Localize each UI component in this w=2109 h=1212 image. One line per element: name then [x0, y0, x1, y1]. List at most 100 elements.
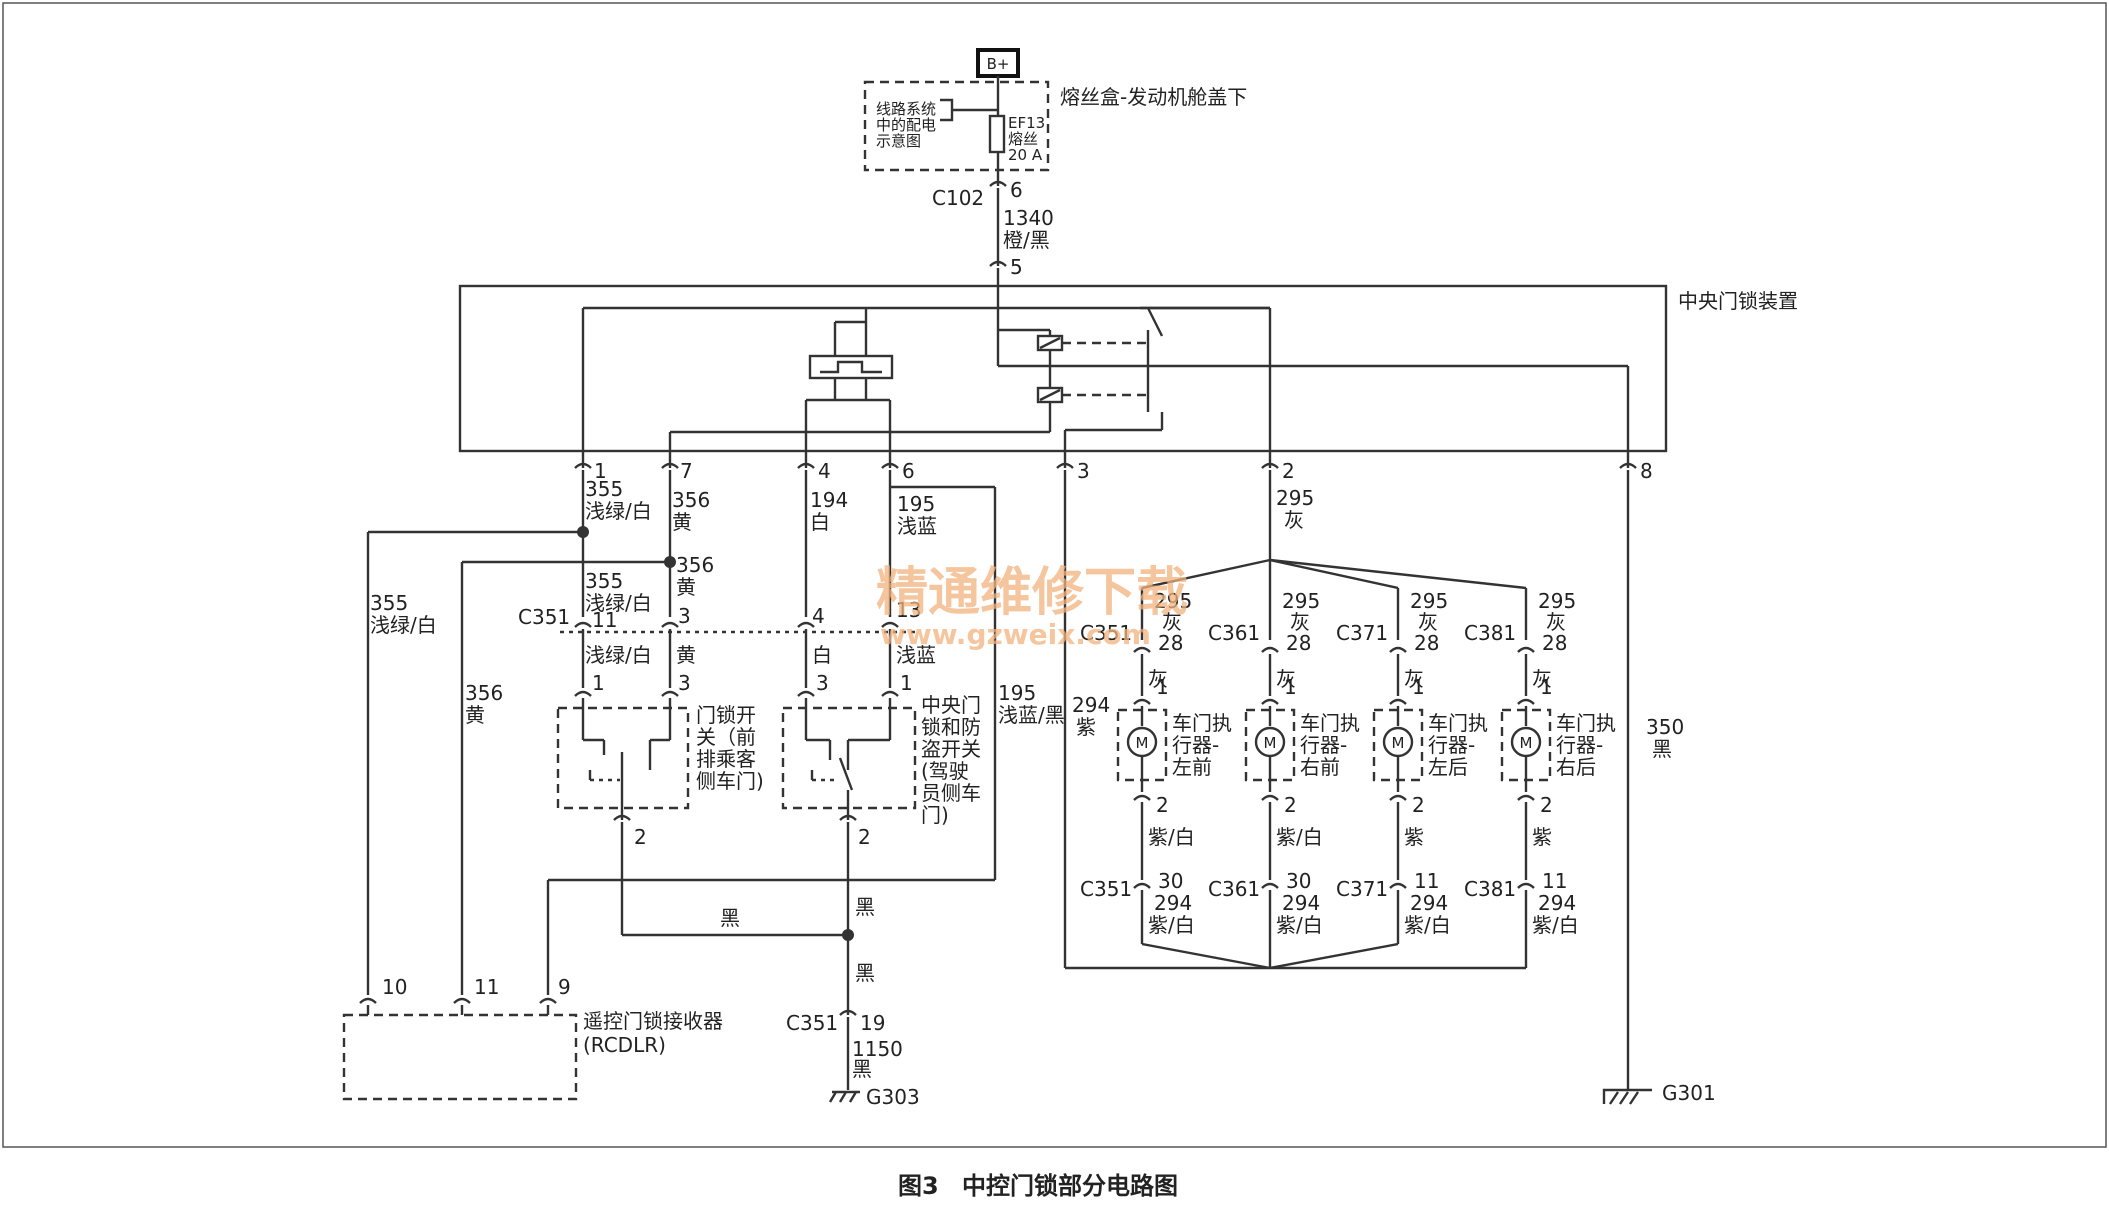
ground-color-a: 黑: [720, 906, 740, 930]
act2-w295-color-b: 灰: [1276, 667, 1296, 691]
act1-text-1: 车门执: [1172, 711, 1232, 735]
act4-pin1: 1: [1540, 675, 1553, 699]
g301-label: G301: [1662, 1081, 1716, 1105]
pin-1: 1: [594, 459, 607, 483]
pin-6: 6: [902, 459, 915, 483]
act4-conn: C381: [1464, 621, 1516, 645]
sw2-text-6: 门): [921, 803, 949, 827]
act1-pin30: 30: [1158, 869, 1183, 893]
timer-block: [808, 354, 894, 380]
fusebox-title: 熔丝盒-发动机舱盖下: [1060, 85, 1247, 109]
c102-pin: 6: [1010, 178, 1023, 202]
act2-motor-label: M: [1264, 734, 1277, 752]
c102-connector-symbol: [989, 180, 1007, 187]
act4-w294-color-b: 紫/白: [1532, 913, 1579, 937]
w355-color-b: 浅绿/白: [370, 613, 437, 637]
act3-text-1: 车门执: [1428, 711, 1488, 735]
act3-pin28: 28: [1414, 631, 1439, 655]
act3-conn-b: C371: [1336, 877, 1388, 901]
power-dist-line3: 示意图: [876, 132, 921, 150]
figure-caption: 中控门锁部分电路图: [962, 1172, 1178, 1200]
actuator-right-front: 295 灰 28 C361 灰 1 M 车门执 行器- 右前 2 紫/白 C36…: [1208, 588, 1360, 968]
g301-ground-symbol: [1602, 1088, 1652, 1105]
act4-conn-b: C381: [1464, 877, 1516, 901]
w355-color-c: 浅绿/白: [585, 591, 652, 615]
act1-text-2: 行器-: [1172, 733, 1219, 757]
power-dist-line1: 线路系统: [876, 100, 936, 118]
w356-circuit-a: 356: [672, 488, 710, 512]
act2-pin2: 2: [1284, 793, 1297, 817]
fuse-ef13: [988, 114, 1006, 154]
act4-text-1: 车门执: [1556, 711, 1616, 735]
sw2-pin3: 3: [816, 671, 829, 695]
w356-color-d: 黄: [676, 643, 696, 667]
act1-w294-circuit: 294: [1154, 891, 1192, 915]
act1-w295-circuit: 295: [1154, 589, 1192, 613]
w195-circuit-b: 195: [998, 681, 1036, 705]
central-lock-switch-driver: [781, 706, 917, 810]
act4-w295-color-b: 灰: [1532, 667, 1552, 691]
sw1-text-4: 侧车门): [696, 769, 764, 793]
sw1-text-3: 排乘客: [696, 747, 756, 771]
act4-w295-circuit: 295: [1538, 589, 1576, 613]
power-dist-bracket: [940, 98, 954, 122]
act2-conn: C361: [1208, 621, 1260, 645]
fuse-name: EF13: [1008, 114, 1045, 132]
act2-text-3: 右前: [1300, 755, 1340, 779]
pin-3: 3: [1077, 459, 1090, 483]
act1-motor-label: M: [1136, 734, 1149, 752]
sw2-text-3: 盗开关: [921, 737, 981, 761]
diagram-frame: [2, 2, 2107, 1148]
w350-circuit: 350: [1646, 715, 1684, 739]
rcdlr-receiver: [342, 1013, 578, 1101]
figure-number: 图3: [898, 1172, 939, 1200]
sw1-text-1: 门锁开: [696, 703, 756, 727]
ground-color-b: 黑: [855, 895, 875, 919]
act4-text-2: 行器-: [1556, 733, 1603, 757]
act2-w295-color: 灰: [1290, 610, 1310, 634]
switch-upper-connectors: [574, 690, 899, 697]
sw1-pin2: 2: [634, 825, 647, 849]
w294-circuit: 294: [1072, 693, 1110, 717]
act3-motor-label: M: [1392, 734, 1405, 752]
act4-text-3: 右后: [1556, 755, 1596, 779]
act2-pin30: 30: [1286, 869, 1311, 893]
c351-label-a: C351: [518, 605, 570, 629]
fuse-rating: 20 A: [1008, 146, 1043, 164]
door-lock-switch-passenger: [556, 706, 690, 810]
w356-color-b: 黄: [465, 703, 485, 727]
w195-color-b: 浅蓝: [896, 643, 936, 667]
c351-pin13: 13: [896, 598, 921, 622]
w356-color-a: 黄: [672, 510, 692, 534]
act1-pin1: 1: [1156, 675, 1169, 699]
sw2-text-1: 中央门: [921, 693, 981, 717]
sw1-text-2: 关（前: [696, 725, 756, 749]
module-pins: [574, 462, 1637, 469]
receiver-pin11: 11: [474, 975, 499, 999]
act3-w295-color: 灰: [1418, 610, 1438, 634]
act3-pin1: 1: [1412, 675, 1425, 699]
act2-w295-circuit: 295: [1282, 589, 1320, 613]
act2-pin28: 28: [1286, 631, 1311, 655]
ground-color-c: 黑: [855, 961, 875, 985]
act3-pin2: 2: [1412, 793, 1425, 817]
act4-w294-color: 紫: [1532, 825, 1552, 849]
w295-circuit: 295: [1276, 486, 1314, 510]
ground-circuit: 1150: [852, 1037, 903, 1061]
act3-w294-color-b: 紫/白: [1404, 913, 1451, 937]
w355-color-d: 浅绿/白: [585, 643, 652, 667]
c351-label-b: C351: [786, 1011, 838, 1035]
w356-circuit-c: 356: [676, 553, 714, 577]
sw2-pin2: 2: [858, 825, 871, 849]
act4-pin11: 11: [1542, 869, 1567, 893]
act1-conn: C351: [1080, 621, 1132, 645]
act3-pin11: 11: [1414, 869, 1439, 893]
module-pin5: 5: [1010, 255, 1023, 279]
w355-circuit-c: 355: [585, 569, 623, 593]
w356-circuit-b: 356: [465, 681, 503, 705]
w195-color-black: 浅蓝/黑: [998, 703, 1065, 727]
watermark-text: 精通维修下载: [876, 563, 1188, 623]
feed-color: 橙/黑: [1003, 228, 1050, 252]
ground-color-d: 黑: [852, 1057, 872, 1081]
c351-pin19: 19: [860, 1011, 885, 1035]
